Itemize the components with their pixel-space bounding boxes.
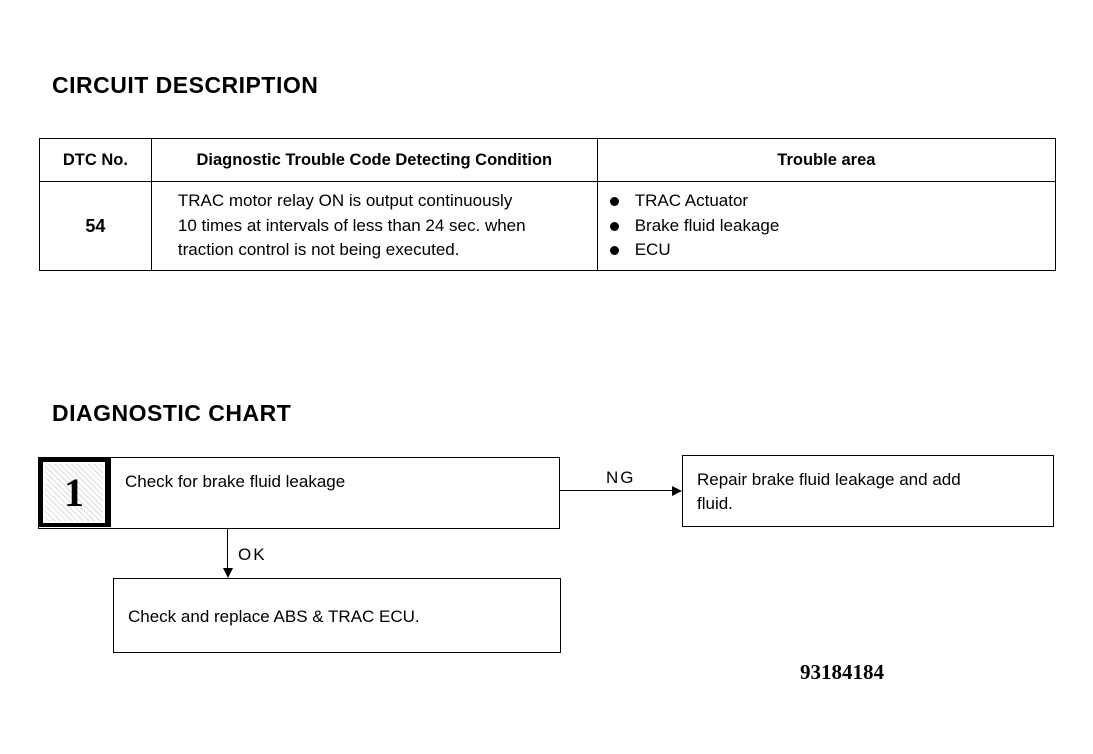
circuit-description-heading: CIRCUIT DESCRIPTION [52,72,319,98]
list-item: TRAC Actuator [609,189,1055,214]
document-number: 93184184 [800,660,884,684]
step1-box: 1 Check for brake fluid leakage [38,457,560,529]
trouble-area-list: TRAC Actuator Brake fluid leakage ECU [609,189,1055,263]
table-header-row: DTC No. Diagnostic Trouble Code Detectin… [39,138,1057,182]
detecting-condition: TRAC motor relay ON is output continuous… [150,181,598,271]
step-number: 1 [64,470,84,515]
condition-line: 10 times at intervals of less than 24 se… [177,215,526,235]
dtc-code: 54 [39,181,152,271]
arrow-down-icon [223,568,233,578]
repair-box: Repair brake fluid leakage and add fluid… [682,455,1054,527]
diagnostic-chart-heading: DIAGNOSTIC CHART [52,400,292,426]
trouble-area: TRAC Actuator Brake fluid leakage ECU [596,181,1057,271]
header-dtc-no: DTC No. [39,138,152,182]
arrow-right-icon [672,486,682,496]
ng-label: NG [606,468,636,487]
list-item: Brake fluid leakage [609,214,1055,239]
condition-line: TRAC motor relay ON is output continuous… [177,191,513,211]
trouble-area-item: Brake fluid leakage [634,215,780,235]
repair-line: fluid. [697,494,733,513]
table-row: 54 TRAC motor relay ON is output continu… [39,181,1057,271]
bullet-icon [609,197,619,206]
step1-text: Check for brake fluid leakage [125,472,346,491]
bullet-icon [609,246,619,255]
list-item: ECU [609,238,1055,263]
replace-text: Check and replace ABS & TRAC ECU. [128,607,420,626]
header-condition: Diagnostic Trouble Code Detecting Condit… [150,138,598,182]
ng-connector-line [560,490,672,491]
trouble-area-item: ECU [634,240,671,260]
step-number-badge: 1 [39,458,111,527]
bullet-icon [609,221,619,231]
ok-label: OK [238,545,267,564]
condition-line: traction control is not being executed. [177,240,460,260]
replace-box: Check and replace ABS & TRAC ECU. [113,578,561,653]
header-trouble-area: Trouble area [596,138,1057,182]
trouble-area-item: TRAC Actuator [634,191,749,211]
repair-text: Repair brake fluid leakage and add fluid… [697,468,961,516]
ok-connector-line [227,529,228,569]
repair-line: Repair brake fluid leakage and add [697,470,961,489]
dtc-table: DTC No. Diagnostic Trouble Code Detectin… [39,138,1057,271]
